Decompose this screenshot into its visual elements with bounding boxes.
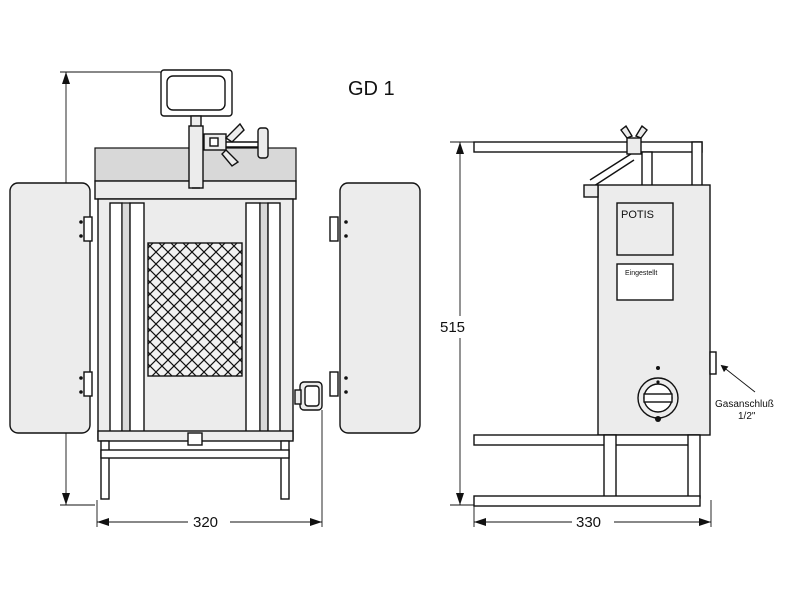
front-view: 605 320 (9, 69, 421, 532)
top-frame (473, 141, 703, 187)
clamp-mechanism (203, 122, 269, 167)
control-knob (294, 381, 323, 411)
side-height-dimension: 515 (436, 141, 476, 506)
mesh-burner-panel (147, 242, 243, 377)
side-width-dimension: 330 (473, 500, 712, 532)
side-legs (473, 434, 701, 507)
gas-connection-callout: Gasanschluß 1/2" (715, 364, 774, 422)
drawing-title: GD 1 (348, 78, 395, 100)
wingnut (620, 124, 648, 155)
gas-control-dial (637, 366, 679, 422)
gas-connection-label: Gasanschluß (715, 399, 774, 410)
front-legs (100, 440, 290, 500)
brand-plate: POTIS (616, 202, 674, 256)
motor-box (160, 69, 233, 189)
side-height-label: 515 (440, 319, 465, 336)
setting-plate-text: Eingestellt (625, 270, 657, 277)
side-width-label: 330 (576, 514, 601, 531)
side-view: 515 330 (436, 124, 774, 532)
right-door (329, 182, 421, 434)
brand-text: POTIS (621, 209, 654, 221)
setting-plate: Eingestellt (616, 263, 674, 301)
gas-connection-size: 1/2" (738, 411, 756, 422)
left-door (9, 182, 93, 434)
side-columns (109, 202, 281, 440)
front-width-label: 320 (193, 514, 218, 531)
front-width-dimension: 320 (96, 410, 323, 532)
